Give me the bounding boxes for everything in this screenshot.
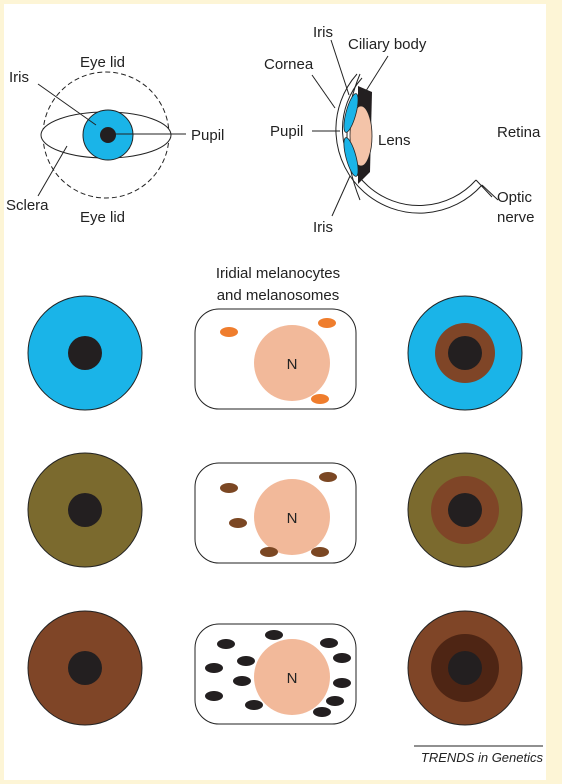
eumelanosome: [220, 483, 238, 493]
eumelanosome: [233, 676, 251, 686]
row-blue: N: [27, 295, 523, 411]
row-brown: N: [27, 610, 523, 726]
melanocytes-title-line2: and melanosomes: [217, 287, 340, 304]
lens: [349, 105, 373, 167]
label-retina: Retina: [497, 124, 541, 141]
eumelanosome: [313, 707, 331, 717]
eumelanosome: [205, 663, 223, 673]
eye-side-view: Iris Ciliary body Cornea Pupil Lens Reti…: [264, 24, 541, 236]
pheomelanosome: [318, 318, 336, 328]
label-pupil: Pupil: [191, 127, 224, 144]
leader-iris-bottom: [331, 175, 351, 217]
label-iris-top: Iris: [313, 24, 333, 41]
label-nerve: nerve: [497, 209, 535, 226]
credit-text: TRENDS in Genetics: [421, 750, 544, 765]
eyeball-outer: [335, 73, 483, 214]
label-pupil-side: Pupil: [270, 123, 303, 140]
label-eye-lid-top: Eye lid: [80, 54, 125, 71]
iris-lower-section: [343, 137, 359, 177]
label-iris-bottom: Iris: [313, 219, 333, 236]
cornea-curve: [346, 73, 361, 201]
optic-nerve: [475, 179, 499, 201]
eyeball-inner: [342, 77, 477, 206]
melanocytes-title-line1: Iridial melanocytes: [216, 265, 340, 282]
eumelanosome: [265, 630, 283, 640]
eumelanosome: [245, 700, 263, 710]
pheomelanosome: [220, 327, 238, 337]
eumelanosome: [217, 639, 235, 649]
label-cornea: Cornea: [264, 56, 314, 73]
nucleus: [254, 639, 330, 715]
label-optic: Optic: [497, 189, 533, 206]
label-sclera: Sclera: [6, 197, 49, 214]
leader-sclera: [37, 145, 68, 197]
nucleus-label: N: [287, 670, 298, 687]
nucleus-label: N: [287, 510, 298, 527]
pupil: [448, 493, 482, 527]
leader-iris-top: [330, 39, 350, 96]
eumelanosome: [311, 547, 329, 557]
eumelanosome: [229, 518, 247, 528]
front-pupil: [100, 127, 116, 143]
label-iris: Iris: [9, 69, 29, 86]
nucleus: [254, 479, 330, 555]
label-eye-lid-bottom: Eye lid: [80, 209, 125, 226]
eumelanosome: [326, 696, 344, 706]
row-olive: N: [27, 452, 523, 568]
pheomelanosome: [311, 394, 329, 404]
nucleus: [254, 325, 330, 401]
eumelanosome: [320, 638, 338, 648]
eumelanosome: [319, 472, 337, 482]
label-lens: Lens: [378, 132, 411, 149]
nucleus-label: N: [287, 356, 298, 373]
pupil: [448, 651, 482, 685]
eye-front-view: Iris Eye lid Pupil Sclera Eye lid: [6, 54, 224, 226]
label-ciliary-body: Ciliary body: [348, 36, 427, 53]
leader-cornea: [311, 74, 336, 109]
iris-upper-section: [343, 93, 359, 133]
pupil: [68, 336, 102, 370]
eumelanosome: [333, 678, 351, 688]
leader-iris: [37, 83, 97, 126]
leader-ciliary: [363, 55, 389, 95]
pupil: [68, 493, 102, 527]
eumelanosome: [260, 547, 278, 557]
pupil: [448, 336, 482, 370]
eumelanosome: [205, 691, 223, 701]
eumelanosome: [333, 653, 351, 663]
pupil: [68, 651, 102, 685]
eumelanosome: [237, 656, 255, 666]
